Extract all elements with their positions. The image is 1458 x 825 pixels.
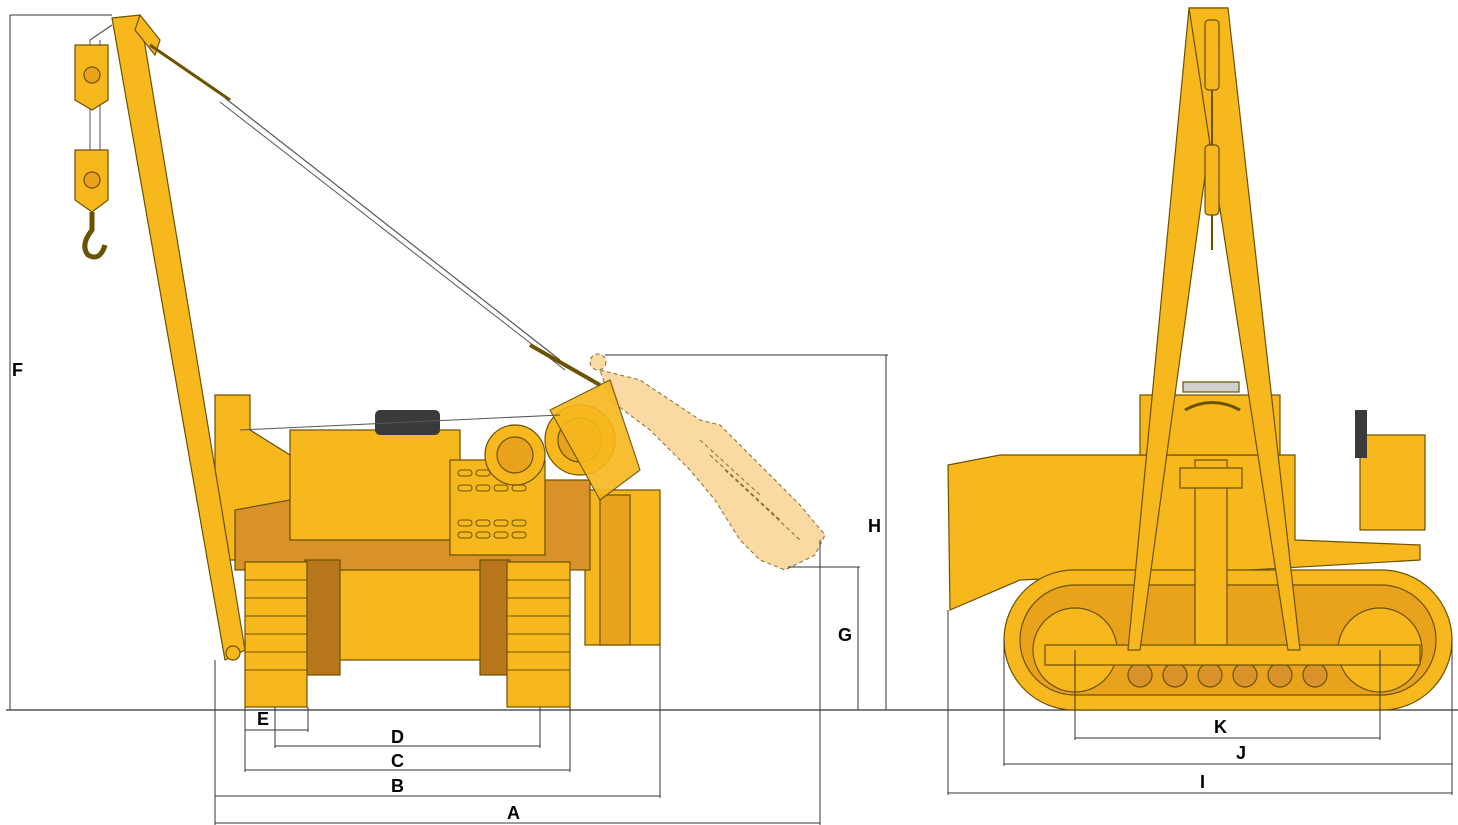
counterweight-ghost (589, 353, 826, 571)
label-d: D (391, 727, 404, 747)
label-e: E (257, 709, 269, 729)
track-left (244, 561, 308, 708)
hook-block-icon (74, 24, 113, 260)
label-b: B (391, 776, 404, 796)
track-front (1003, 569, 1453, 711)
boom (111, 14, 246, 661)
label-a: A (507, 803, 520, 823)
label-g: G (838, 625, 852, 645)
label-h: H (868, 516, 881, 536)
dimension-lines (9, 14, 1453, 825)
label-c: C (391, 751, 404, 771)
pipelayer-side-view (74, 13, 826, 708)
label-f: F (12, 360, 23, 380)
label-j: J (1236, 743, 1246, 763)
track-right (506, 561, 571, 708)
label-k: K (1214, 717, 1227, 737)
label-i: I (1200, 772, 1205, 792)
pipelayer-front-view (947, 7, 1453, 711)
